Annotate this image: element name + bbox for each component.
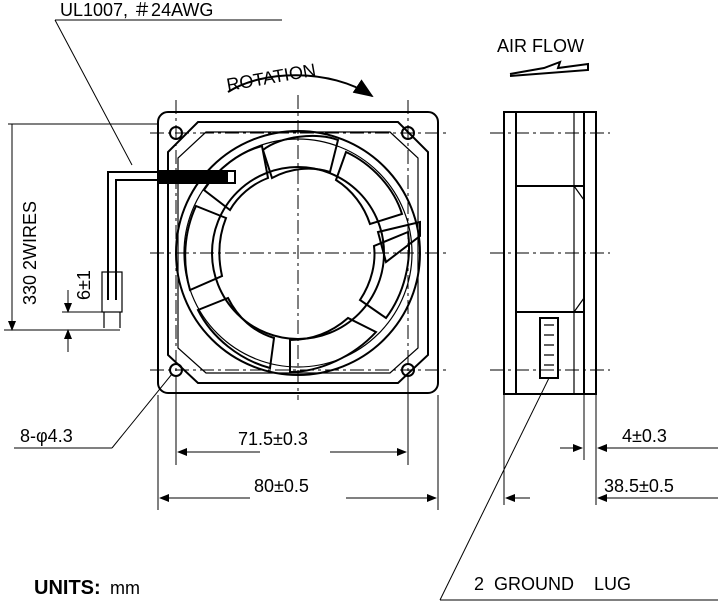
ground-lug-callout: 2 GROUND LUG <box>439 377 718 601</box>
lead-wires <box>101 171 158 328</box>
units-label: UNITS: <box>34 577 101 599</box>
depth-label: 38.5±0.5 <box>604 476 674 496</box>
rotation-label: ROTATION <box>225 60 317 95</box>
mount-hole-callout: 8-φ4.3 <box>14 373 173 449</box>
ground-lug-label: 2 GROUND LUG <box>474 574 631 594</box>
units-value: mm <box>110 578 140 598</box>
units-note: UNITS: mm <box>34 577 140 599</box>
ground-lug <box>539 317 559 379</box>
wire-spec-label: UL1007, ＃24AWG <box>60 0 213 20</box>
frame-size-dimension: 80±0.5 <box>157 395 439 510</box>
depth-dimension: 38.5±0.5 <box>503 394 718 505</box>
rotation-indicator: ROTATION <box>225 60 374 98</box>
strip-length-dimension: 6±1 <box>62 270 104 352</box>
lead-wire-exit <box>158 170 236 184</box>
mount-hole-label: 8-φ4.3 <box>20 426 73 446</box>
frame-size-label: 80±0.5 <box>254 476 309 496</box>
wire-length-dimension: 330 2WIRES <box>4 123 158 331</box>
air-flow-label: AIR FLOW <box>497 36 584 56</box>
flange-label: 4±0.3 <box>622 426 667 446</box>
front-view <box>150 95 446 400</box>
strip-length-label: 6±1 <box>74 270 94 300</box>
flange-dimension: 4±0.3 <box>560 394 718 505</box>
side-view <box>490 111 610 395</box>
wire-spec-callout: UL1007, ＃24AWG <box>54 0 282 166</box>
hole-pitch-label: 71.5±0.3 <box>238 429 308 449</box>
wire-length-label: 330 2WIRES <box>20 201 40 305</box>
hole-pitch-dimension: 71.5±0.3 <box>175 376 409 465</box>
air-flow-indicator: AIR FLOW <box>497 36 589 77</box>
